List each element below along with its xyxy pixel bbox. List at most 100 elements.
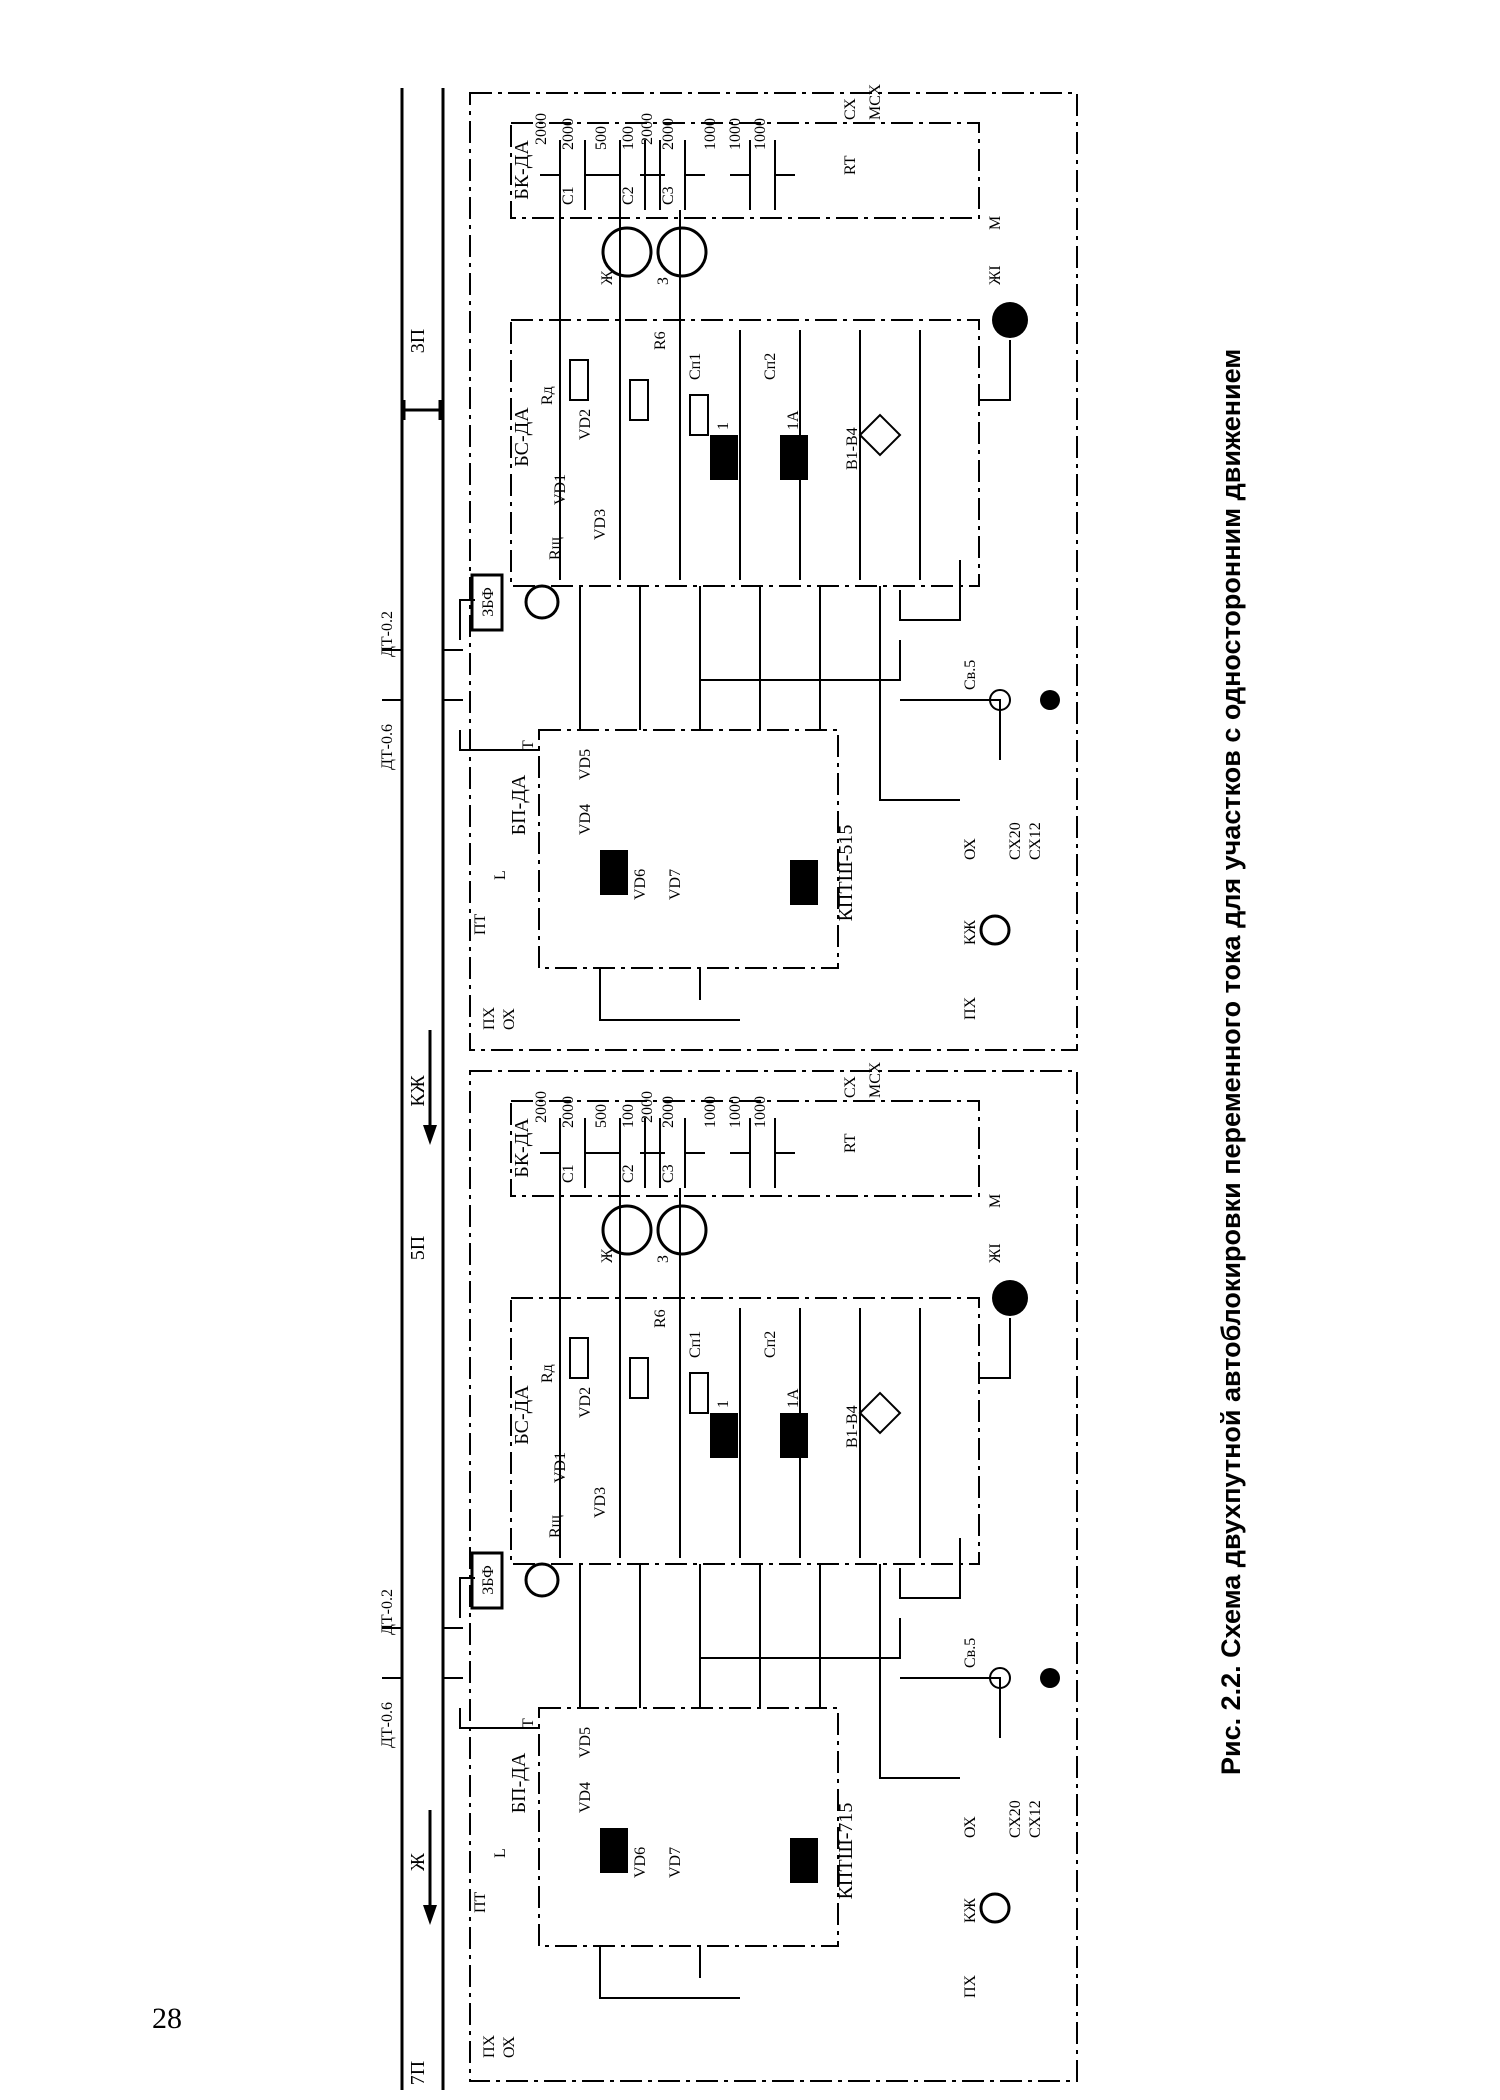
signal-label: М bbox=[987, 1194, 1004, 1208]
zbf-label: ЗБФ bbox=[480, 1565, 497, 1595]
rail-label: ПХ bbox=[481, 2034, 498, 2058]
section-label: 3П bbox=[407, 329, 429, 353]
bp-da-label: БП-ДА bbox=[508, 1752, 530, 1813]
cap-name: C1 bbox=[560, 186, 577, 205]
choke-label: ДТ-0.6 bbox=[379, 724, 396, 770]
relay-icon bbox=[790, 1838, 818, 1883]
element-label: Св.5 bbox=[962, 660, 979, 690]
bk-da-box bbox=[510, 122, 980, 219]
element-label: VD7 bbox=[667, 1847, 684, 1878]
signal-label: RT bbox=[842, 1133, 859, 1153]
element-label: VD4 bbox=[577, 804, 594, 835]
relay-icon bbox=[780, 435, 808, 480]
bs-da-box bbox=[510, 319, 980, 587]
element-label: В1-В4 bbox=[844, 427, 861, 470]
cap-value: 2000 bbox=[660, 118, 677, 150]
resistor-icon bbox=[689, 394, 709, 436]
element-label: VD2 bbox=[577, 1387, 594, 1418]
bk-da-box bbox=[510, 1100, 980, 1197]
element-label: Cп1 bbox=[687, 1331, 704, 1358]
cap-name: C2 bbox=[620, 186, 637, 205]
element-label: VD4 bbox=[577, 1782, 594, 1813]
rail-label: ПХ bbox=[481, 1006, 498, 1030]
lamp-label: Ж bbox=[599, 1248, 616, 1263]
cap-value: 2000 bbox=[533, 1091, 550, 1123]
bs-da-label: БС-ДА bbox=[511, 407, 533, 467]
element-label: VD3 bbox=[592, 1487, 609, 1518]
element-label: R6 bbox=[652, 331, 669, 350]
cap-value: 500 bbox=[593, 1104, 610, 1128]
element-label: КЖ bbox=[962, 1897, 979, 1923]
bk-da-label: БК-ДА bbox=[511, 140, 533, 200]
signal-label: МСХ bbox=[867, 1062, 884, 1098]
element-label: VD7 bbox=[667, 869, 684, 900]
element-label: ПХ bbox=[962, 996, 979, 1020]
choke-label: ДТ-0.6 bbox=[379, 1702, 396, 1748]
cap-name: C3 bbox=[660, 1164, 677, 1183]
element-label: СХ12 bbox=[1027, 1800, 1044, 1838]
signal-installation-block: БК-ДА БС-ДА КПТШ-515 БП-ДА ЗБФ ДТ-0.6 ДТ… bbox=[379, 84, 1078, 1051]
element-label: VD6 bbox=[632, 1847, 649, 1878]
choke-label: ДТ-0.2 bbox=[379, 611, 396, 657]
signal-label: ЖI bbox=[987, 1243, 1004, 1263]
signal-lamp-icon bbox=[656, 1204, 708, 1256]
rail-label: ПТ bbox=[472, 913, 489, 935]
element-label: Св.5 bbox=[962, 1638, 979, 1668]
page-number: 28 bbox=[152, 2002, 182, 2035]
lamp-label: З bbox=[655, 1255, 672, 1263]
element-label: ПХ bbox=[962, 1974, 979, 1998]
element-label: VD1 bbox=[552, 1452, 569, 1483]
element-label: КЖ bbox=[962, 919, 979, 945]
section-label: 7П bbox=[407, 2061, 429, 2085]
rail-label: ОХ bbox=[501, 2036, 518, 2058]
arrow-head-icon bbox=[423, 1905, 437, 1925]
cap-value: 1000 bbox=[702, 1096, 719, 1128]
cap-value: 500 bbox=[593, 126, 610, 150]
resistor-icon bbox=[629, 1357, 649, 1399]
cap-value: 2000 bbox=[533, 113, 550, 145]
direction-label: Ж bbox=[407, 1853, 429, 1871]
cap-value: 2000 bbox=[660, 1096, 677, 1128]
installation-boundary bbox=[469, 1070, 1078, 2082]
signal-lamp-icon bbox=[656, 226, 708, 278]
element-label: VD1 bbox=[552, 474, 569, 505]
element-label: Rд bbox=[539, 386, 556, 405]
element-label: VD5 bbox=[577, 749, 594, 780]
element-label: В1-В4 bbox=[844, 1405, 861, 1448]
bp-da-label: БП-ДА bbox=[508, 774, 530, 835]
resistor-icon bbox=[569, 359, 589, 401]
signal-label: ЖI bbox=[987, 265, 1004, 285]
zbf-label: ЗБФ bbox=[480, 587, 497, 617]
kptsh-box bbox=[538, 729, 839, 969]
arrow-head-icon bbox=[423, 1125, 437, 1145]
cap-value: 1000 bbox=[752, 1096, 769, 1128]
choke-label: ДТ-0.2 bbox=[379, 1589, 396, 1635]
cap-value: 2000 bbox=[639, 1091, 656, 1123]
rail-label: L bbox=[492, 870, 509, 880]
bk-da-label: БК-ДА bbox=[511, 1118, 533, 1178]
cap-value: 1000 bbox=[702, 118, 719, 150]
cap-value: 1000 bbox=[727, 118, 744, 150]
cap-value: 100 bbox=[620, 126, 637, 150]
kptsh-box bbox=[538, 1707, 839, 1947]
cap-value: 2000 bbox=[560, 1096, 577, 1128]
cap-value: 2000 bbox=[639, 113, 656, 145]
relay-icon bbox=[600, 1828, 628, 1873]
element-label: Cп2 bbox=[762, 353, 779, 380]
cap-value: 100 bbox=[620, 1104, 637, 1128]
cap-name: C2 bbox=[620, 1164, 637, 1183]
signal-label: СХ bbox=[842, 98, 859, 120]
yellow-lamp-icon bbox=[992, 1280, 1028, 1316]
kptsh-label: КПТШ-515 bbox=[835, 825, 857, 922]
direction-label: КЖ bbox=[407, 1075, 429, 1106]
element-label: Cп1 bbox=[687, 353, 704, 380]
bs-da-label: БС-ДА bbox=[511, 1385, 533, 1445]
rail-label: ОХ bbox=[501, 1008, 518, 1030]
element-label: Rщ bbox=[547, 537, 564, 560]
element-label: 1 bbox=[715, 422, 732, 430]
element-label: 1 bbox=[715, 1400, 732, 1408]
element-label: Cп2 bbox=[762, 1331, 779, 1358]
rail-label: L bbox=[492, 1848, 509, 1858]
element-label: ОХ bbox=[962, 1816, 979, 1838]
